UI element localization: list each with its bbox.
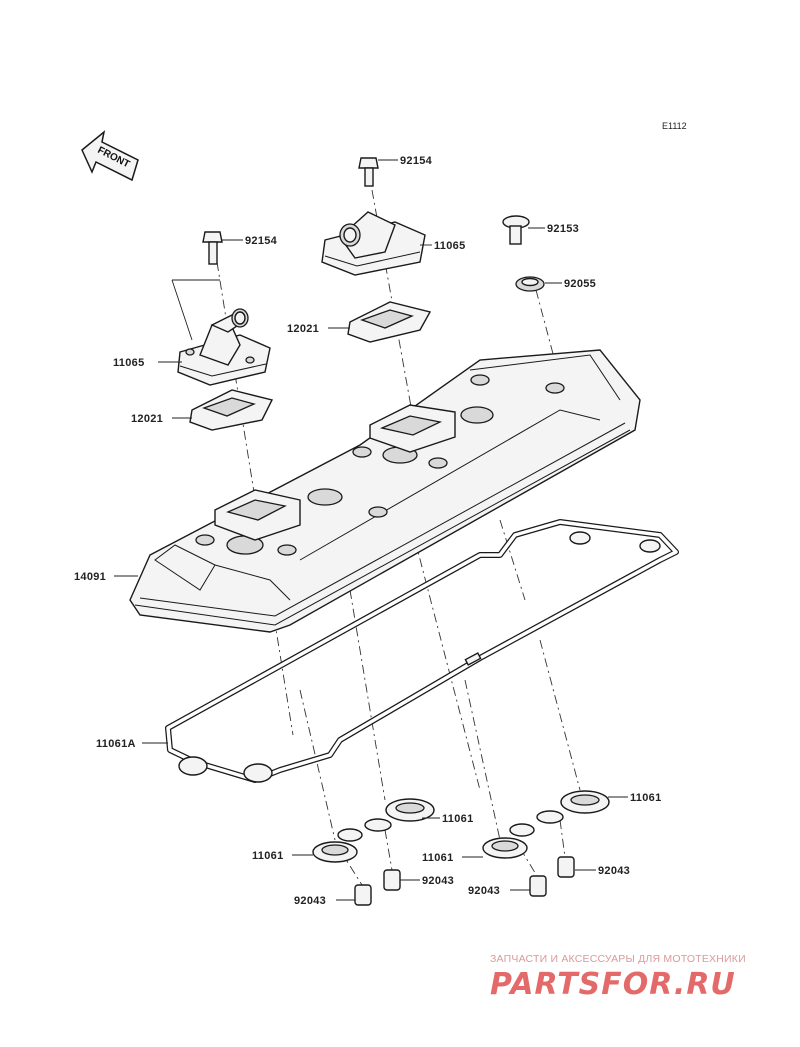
label-11061-right-upper: 11061 <box>630 792 661 804</box>
breather-cover-right <box>321 211 426 276</box>
label-12021-right: 12021 <box>287 323 319 335</box>
bolt-center <box>358 157 379 187</box>
front-arrow-icon: FRONT <box>81 130 139 182</box>
plate-right <box>347 301 432 343</box>
label-92154-center: 92154 <box>400 155 433 167</box>
cap-bolt <box>502 215 530 245</box>
plug-ring-group-left <box>312 798 435 863</box>
label-11061a: 11061A <box>96 738 136 750</box>
head-cover-gasket <box>165 519 679 783</box>
label-11061-left-upper: 11061 <box>442 813 473 825</box>
label-14091: 14091 <box>74 571 106 583</box>
label-92043-2: 92043 <box>598 865 630 877</box>
label-12021-left: 12021 <box>131 413 163 425</box>
head-cover <box>129 349 641 633</box>
label-92043-4: 92043 <box>468 885 500 897</box>
label-92043-3: 92043 <box>294 895 326 907</box>
label-92055: 92055 <box>564 278 596 290</box>
watermark-logo-text: PARTSFOR.RU <box>490 967 736 1000</box>
label-11065-left: 11065 <box>113 357 144 369</box>
label-92154-left: 92154 <box>245 235 278 247</box>
label-11061-right-lower: 11061 <box>422 852 453 864</box>
plug-ring-group-right <box>482 790 610 859</box>
label-92043-1: 92043 <box>422 875 454 887</box>
label-11061-left-lower: 11061 <box>252 850 283 862</box>
watermark-logo: PARTSFOR.RU <box>490 967 736 1000</box>
label-92153: 92153 <box>547 223 579 235</box>
watermark-tagline: ЗАПЧАСТИ И АКСЕССУАРЫ ДЛЯ МОТОТЕХНИКИ <box>490 953 746 965</box>
leader-lines <box>114 159 628 901</box>
diagram-code: E1112 <box>662 121 687 131</box>
breather-cover-left <box>177 308 271 386</box>
label-11065-right: 11065 <box>434 240 465 252</box>
plate-left <box>189 389 274 431</box>
washer <box>515 276 545 292</box>
dowel-pins <box>354 856 575 906</box>
bolt-left <box>202 231 223 265</box>
